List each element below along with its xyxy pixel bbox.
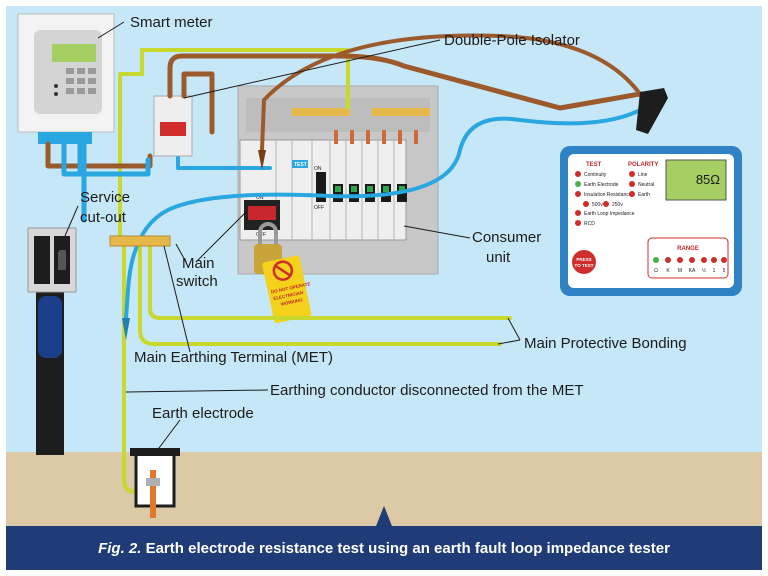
earth-pit-lid <box>130 448 180 456</box>
range-ka: KA <box>689 268 696 274</box>
main-earthing-terminal <box>109 235 171 247</box>
cutout-fuse-left <box>34 236 50 284</box>
range-selectors: Ω K M KA ½ 1 5 <box>653 257 727 274</box>
blue-probe-tip <box>122 318 130 340</box>
range-ohm: Ω <box>654 268 658 274</box>
earth-electrode-rod <box>150 470 156 518</box>
label-met: Main Earthing Terminal (MET) <box>134 349 333 366</box>
label-earthing-conductor: Earthing conductor disconnected from the… <box>270 382 584 399</box>
line-wire-isolator-cu <box>167 53 643 111</box>
smart-meter-display <box>52 44 96 62</box>
test-lead-blue <box>124 108 642 320</box>
tester-test-header: TEST <box>586 162 602 168</box>
neutral-wire-meter-isolator <box>61 141 151 177</box>
range-header: RANGE <box>677 246 699 252</box>
range-m: M <box>678 268 682 274</box>
label-double-pole-isolator: Double-Pole Isolator <box>444 32 580 49</box>
label-service-line1: Service <box>80 189 130 206</box>
bonding-wire-1 <box>148 240 512 320</box>
rcd-test-label: TEST <box>294 162 307 168</box>
earth-rod-clamp <box>146 478 160 486</box>
figure-caption: Fig. 2. Earth electrode resistance test … <box>98 540 670 557</box>
earth-bar <box>372 108 430 116</box>
tester-polarity-list: Line Neutral Earth <box>629 171 654 198</box>
line-tail <box>181 71 215 135</box>
label-consumer-unit-line2: unit <box>486 249 511 266</box>
tag-line3: WORKING <box>280 297 303 307</box>
caption-bar <box>6 526 762 570</box>
service-cable-sleeve <box>38 296 62 358</box>
label-main-switch-line1: Main <box>182 255 215 272</box>
range-1: 1 <box>713 268 716 274</box>
brown-probe-tip <box>258 150 266 170</box>
main-switch-on-label: ON <box>256 195 264 201</box>
earth-wire-top <box>118 48 350 242</box>
caption-prefix: Fig. 2. <box>98 540 141 557</box>
meter-led-2 <box>54 92 58 96</box>
polarity-line: Line <box>638 172 648 178</box>
polarity-neutral: Neutral <box>638 182 654 188</box>
tester-polarity-header: POLARITY <box>628 162 658 168</box>
voltage-500: 500v <box>592 202 603 208</box>
meter-terminal-block <box>38 132 92 144</box>
label-main-protective-bonding: Main Protective Bonding <box>524 335 687 352</box>
neutral-bar <box>292 108 350 116</box>
range-half: ½ <box>702 267 707 274</box>
label-earth-electrode: Earth electrode <box>152 405 254 422</box>
test-option-loop-impedance: Earth Loop Impedance <box>584 211 635 217</box>
range-k: K <box>666 268 670 274</box>
tester-reading: 85Ω <box>696 172 720 187</box>
rcd-switch <box>316 172 326 202</box>
rcd-test-button[interactable] <box>292 160 308 168</box>
label-main-switch-line2: switch <box>176 273 218 290</box>
tester-test-list: Continuity Earth Electrode Insulation Re… <box>575 171 635 227</box>
caption-pointer <box>376 506 392 526</box>
neutral-tails <box>77 141 87 223</box>
tester-display <box>665 159 727 201</box>
isolator-switch[interactable] <box>160 122 186 136</box>
press-label-2: TO TEST <box>575 263 594 268</box>
label-service-line2: cut-out <box>80 209 127 226</box>
rcd-off-label: OFF <box>314 205 324 211</box>
press-label-1: PRESS <box>576 257 591 262</box>
test-option-insulation: Insulation Resistance <box>584 192 632 198</box>
polarity-earth: Earth <box>638 192 650 198</box>
cutout-fuse-carrier <box>58 250 66 270</box>
meter-led-1 <box>54 84 58 88</box>
padlock-shackle <box>258 222 278 244</box>
leader-lines <box>57 21 521 453</box>
label-consumer-unit-line1: Consumer <box>472 229 541 246</box>
bonding-wire-2 <box>138 242 502 346</box>
smart-meter-keypad <box>66 68 96 94</box>
test-option-rcd: RCD <box>584 221 595 227</box>
tester-lead-plug <box>636 88 668 134</box>
caption-text: Earth electrode resistance test using an… <box>141 540 670 557</box>
warning-tag: DO NOT OPERATE ELECTRICIAN WORKING <box>262 255 312 323</box>
busbar-tails <box>334 130 418 144</box>
voltage-250: 250v <box>612 202 623 208</box>
test-option-earth-electrode: Earth Electrode <box>584 182 619 188</box>
neutral-to-cu <box>176 156 272 170</box>
tag-line2: ELECTRICIAN <box>273 290 304 301</box>
range-panel <box>647 237 729 279</box>
press-to-test-button[interactable] <box>572 250 596 274</box>
main-switch-lever[interactable] <box>248 206 276 220</box>
test-option-continuity: Continuity <box>584 172 607 178</box>
range-5: 5 <box>723 268 726 274</box>
label-smart-meter: Smart meter <box>130 14 213 31</box>
rcd-on-label: ON <box>314 166 322 172</box>
